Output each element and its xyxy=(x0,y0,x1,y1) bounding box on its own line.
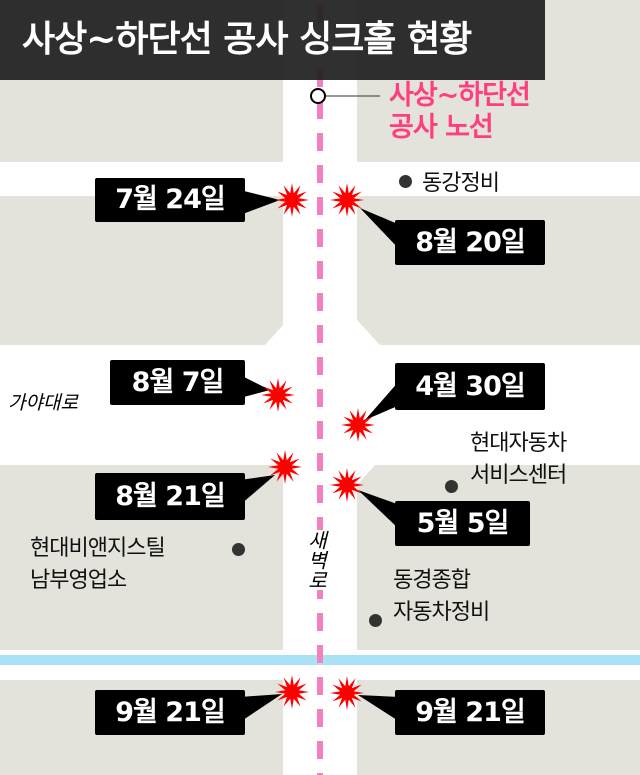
place-marker xyxy=(399,175,412,188)
corner-chamfer xyxy=(265,325,283,345)
legend-line1: 사상~하단선 xyxy=(389,80,531,111)
sinkhole-star-icon xyxy=(341,408,375,442)
sinkhole-label: 9월 21일 xyxy=(95,690,245,735)
sinkhole-label: 9월 21일 xyxy=(395,690,545,735)
sinkhole-label: 4월 30일 xyxy=(395,363,545,410)
road-label-saebyeok: 새벽로 xyxy=(304,530,331,590)
sinkhole-label: 7월 24일 xyxy=(95,178,245,222)
sinkhole-star-icon xyxy=(275,183,309,217)
place-name: 현대비앤지스틸 xyxy=(30,536,166,561)
sinkhole-star-icon xyxy=(330,676,364,710)
sinkhole-label: 8월 21일 xyxy=(95,473,245,520)
sinkhole-star-icon xyxy=(261,378,295,412)
place-name: 동경종합 xyxy=(393,568,471,593)
legend-line2: 공사 노선 xyxy=(389,112,494,143)
place-donggang: 동강정비 xyxy=(422,168,500,200)
place-name: 서비스센터 xyxy=(470,463,567,488)
sinkhole-star-icon xyxy=(330,468,364,502)
place-marker xyxy=(445,480,458,493)
sinkhole-star-icon xyxy=(330,183,364,217)
legend-label: 사상~하단선 공사 노선 xyxy=(389,80,531,144)
place-name: 현대자동차 xyxy=(470,431,567,456)
sinkhole-star-icon xyxy=(275,675,309,709)
place-name: 남부영업소 xyxy=(30,568,127,593)
place-name: 동강정비 xyxy=(422,171,500,196)
place-marker xyxy=(369,614,382,627)
callout-tails xyxy=(240,190,400,722)
sinkhole-label: 5월 5일 xyxy=(395,501,530,546)
corner-chamfer xyxy=(357,465,375,485)
sinkhole-label: 8월 7일 xyxy=(110,360,245,405)
legend-route-icon xyxy=(310,88,326,104)
road-label-gaya: 가야대로 xyxy=(8,392,78,414)
page-title: 사상~하단선 공사 싱크홀 현황 xyxy=(0,0,545,80)
place-marker xyxy=(232,543,245,556)
sinkhole-label: 8월 20일 xyxy=(395,220,545,265)
sinkhole-star-icon xyxy=(268,450,302,484)
corner-chamfer xyxy=(357,320,380,345)
place-name: 자동차정비 xyxy=(393,600,490,625)
